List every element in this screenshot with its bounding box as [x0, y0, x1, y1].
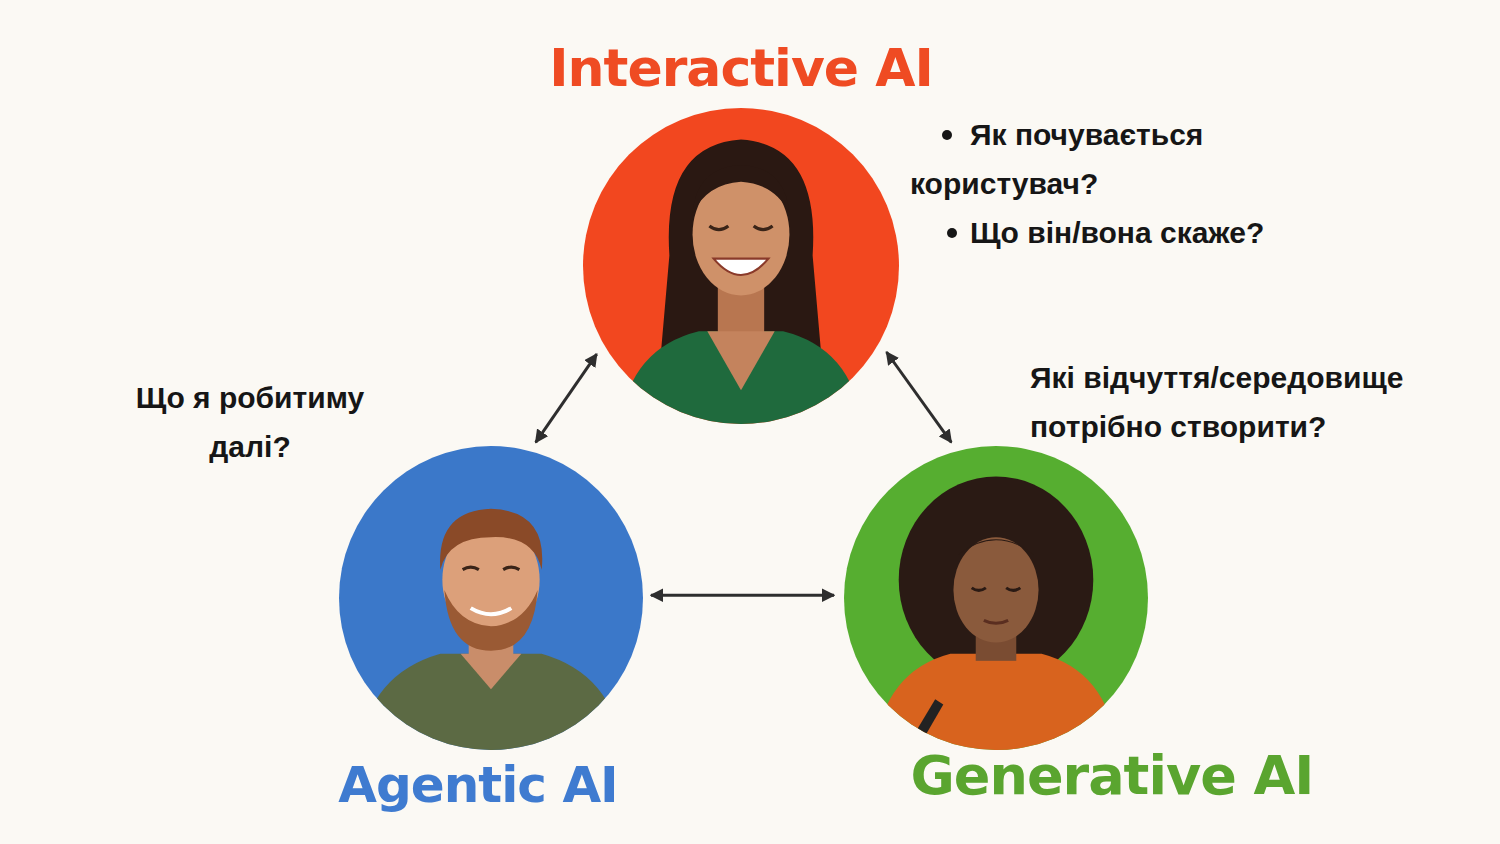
bullet-dot: [942, 130, 952, 140]
double-arrow: [887, 352, 952, 442]
node-heading: Agentic AI: [338, 756, 617, 814]
question-note: Які відчуття/середовище потрібно створит…: [1030, 353, 1490, 451]
question-note: Як почувається користувач?: [910, 110, 1280, 208]
girl-portrait: [844, 446, 1148, 750]
double-arrow: [651, 594, 834, 597]
circle-node: Agentic AI: [339, 446, 643, 750]
woman-portrait: [583, 108, 899, 424]
bullet-dot: [947, 228, 957, 238]
man-portrait: [339, 446, 643, 750]
node-heading: Generative AI: [911, 744, 1314, 807]
node-heading: Interactive AI: [549, 38, 933, 98]
question-note: Що він/вона скаже?: [970, 208, 1330, 257]
circle-node: Interactive AI: [583, 108, 899, 424]
double-arrow: [536, 354, 597, 442]
circle-node: Generative AI: [844, 446, 1148, 750]
question-note: Що я робитиму далі?: [100, 373, 400, 471]
